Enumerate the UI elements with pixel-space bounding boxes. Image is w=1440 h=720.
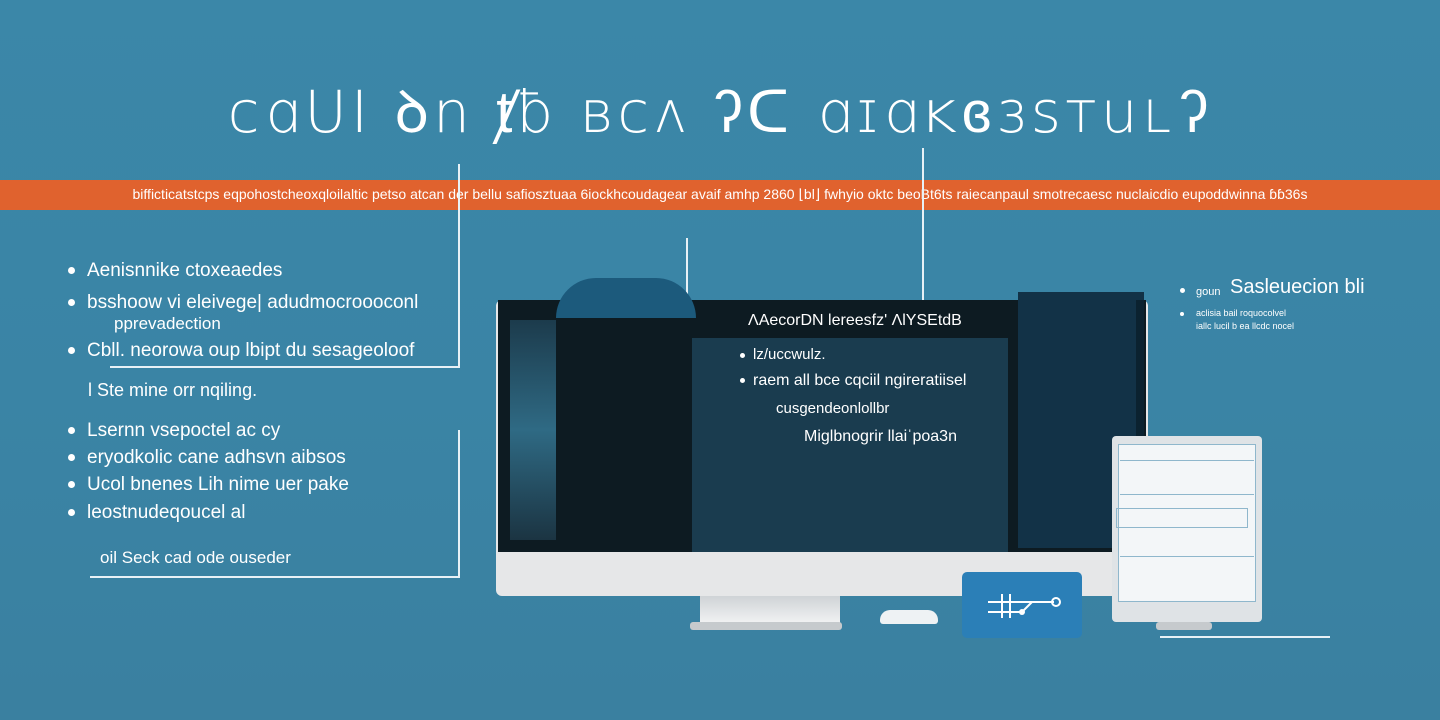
bullet-dot <box>68 299 75 307</box>
bullet-dot <box>1180 288 1185 293</box>
list-item: Lsernn vsepoctel ac cy <box>68 420 280 442</box>
screen-list-item: lz/uccwulz. <box>740 346 826 363</box>
screen-text: Miglbnogrir llaiˈpoa3n <box>804 428 957 445</box>
list-item-label: leostnudeqoucel al <box>87 502 246 523</box>
list-item: Ucol bnenes Lih nime uer pake <box>68 474 349 496</box>
screen-heading: ɅAecorDN lereesfz' ɅlYSEtdB <box>748 312 962 329</box>
list-item: leostnudeqoucel al <box>68 502 245 524</box>
tower-edge <box>1136 300 1144 540</box>
list-item-label: Lsernn vsepoctel ac cy <box>87 420 281 441</box>
monitor-base <box>690 622 842 630</box>
list-item: Cbll. neorowa oup lbipt du sesageoloof <box>68 340 414 362</box>
right-item-title: Sasleuecion bli <box>1230 276 1365 298</box>
connector-line <box>458 430 460 578</box>
screen-panel <box>692 338 1008 552</box>
page-title: ᴄɑUI ꝺn ⱦƀ ʙᴄʌ ʔᑕ ɑɪɑᴋɞɜѕтuʟʔ <box>227 78 1213 146</box>
note-text: l Ste mine orr nqiling. <box>88 380 258 400</box>
list-item-label: eryodkolic cane adhsvn aibsos <box>87 447 346 468</box>
list-item-label: Aenisnnike ctoxeaedes <box>87 260 283 281</box>
tablet-field <box>1116 508 1248 528</box>
bullet-dot <box>68 454 75 462</box>
list-item-label: Ucol bnenes Lih nime uer pake <box>87 474 349 495</box>
monitor-stand <box>700 596 840 624</box>
cloud-icon <box>880 610 938 624</box>
list-item-continuation: pprevadection <box>114 314 221 333</box>
tablet-screen <box>1118 444 1256 602</box>
connector-line <box>110 366 460 368</box>
orange-banner <box>0 180 1440 210</box>
tablet-divider <box>1120 494 1254 495</box>
connector-icon <box>988 594 1061 618</box>
connector-line <box>458 164 460 368</box>
list-item: Aenisnnike ctoxeaedes <box>68 260 282 282</box>
bullet-dot <box>1180 312 1184 316</box>
list-item: bsshoow vi eleivege| adudmocroooconl <box>68 292 418 314</box>
bullet-dot <box>740 352 745 358</box>
right-item-sub: iallc lucil b ea llcdc nocel <box>1196 321 1295 331</box>
screen-list-item: raem all bce cqciil ngireratiisel <box>740 372 966 390</box>
right-item-sub: aclisia bail roquocolvel <box>1196 308 1287 318</box>
bullet-dot <box>740 378 745 384</box>
bullet-dot <box>68 481 75 489</box>
tablet-stand <box>1156 622 1212 630</box>
bullet-dot <box>68 427 75 435</box>
bullet-dot <box>68 347 75 355</box>
screen-text: cusgendeonlollbr <box>776 400 890 417</box>
bullet-dot <box>68 509 75 517</box>
screen-sidebar <box>510 320 556 540</box>
bullet-dot <box>68 267 75 275</box>
connector-line <box>1160 636 1330 638</box>
screen-tab <box>556 278 696 318</box>
tablet-divider <box>1120 556 1254 557</box>
list-item-label: Cbll. neorowa oup lbipt du sesageoloof <box>87 340 415 361</box>
screen-list-label: lz/uccwulz. <box>753 346 826 363</box>
list-item: eryodkolic cane adhsvn aibsos <box>68 447 346 469</box>
right-item-prefix: goun <box>1196 286 1221 298</box>
list-item-label: bsshoow vi eleivege| adudmocroooconl <box>87 292 419 313</box>
screen-list-label: raem all bce cqciil ngireratiisel <box>753 372 967 389</box>
connector-line <box>90 576 460 578</box>
footer-note: oil Seck cad ode ouseder <box>100 548 291 567</box>
connector-card <box>962 572 1082 638</box>
banner-text: bifficticatstcps eqpohostcheoxqloilaltic… <box>132 186 1308 202</box>
tablet-divider <box>1120 460 1254 461</box>
